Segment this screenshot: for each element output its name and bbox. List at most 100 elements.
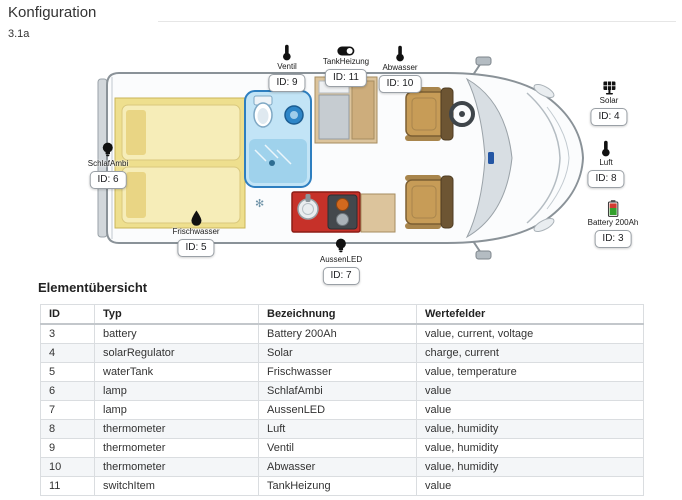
cell-bezeichnung: AussenLED — [258, 400, 417, 420]
table-header-row: ID Typ Bezeichnung Wertefelder — [40, 304, 644, 325]
marker-label: Solar — [599, 96, 619, 105]
floor-drain-mark: ✻ — [255, 198, 264, 210]
marker-label: Luft — [599, 158, 613, 167]
water-drop-icon — [190, 210, 202, 226]
marker-battery: Battery 200Ah ID: 3 — [587, 200, 639, 248]
lamp-icon — [102, 142, 114, 158]
marker-label: TankHeizung — [322, 57, 370, 66]
battery-icon — [607, 200, 619, 217]
marker-frischwasser: Frischwasser ID: 5 — [172, 210, 220, 257]
marker-ventil: Ventil ID: 9 — [268, 44, 306, 92]
marker-label: Battery 200Ah — [587, 218, 639, 227]
marker-solar: Solar ID: 4 — [590, 80, 628, 126]
side-mirror-icon — [472, 56, 492, 260]
table-row: 5 waterTank Frischwasser value, temperat… — [40, 362, 644, 382]
cell-id: 4 — [40, 343, 95, 363]
cell-bezeichnung: Solar — [258, 343, 417, 363]
cell-id: 6 — [40, 381, 95, 401]
bed-area — [114, 97, 246, 229]
cell-id: 10 — [40, 457, 95, 477]
marker-label: AussenLED — [319, 255, 363, 264]
cell-wertefelder: value, humidity — [416, 457, 644, 477]
cell-wertefelder: value, humidity — [416, 438, 644, 458]
cell-bezeichnung: Abwasser — [258, 457, 417, 477]
page-title: Konfiguration — [8, 4, 97, 21]
headlight — [533, 83, 555, 99]
table-row: 7 lamp AussenLED value — [40, 400, 644, 420]
thermometer-icon — [395, 45, 406, 62]
cell-bezeichnung: Frischwasser — [258, 362, 417, 382]
thermometer-icon — [601, 140, 612, 157]
cell-typ: lamp — [94, 400, 259, 420]
wardrobe — [360, 193, 396, 233]
col-header-wertefelder: Wertefelder — [416, 304, 644, 325]
cell-typ: thermometer — [94, 419, 259, 439]
switch-icon — [337, 46, 355, 56]
cell-bezeichnung: SchlafAmbi — [258, 381, 417, 401]
cell-typ: waterTank — [94, 362, 259, 382]
marker-id-badge[interactable]: ID: 5 — [177, 239, 215, 257]
marker-luft: Luft ID: 8 — [587, 140, 625, 188]
marker-id-badge[interactable]: ID: 8 — [587, 170, 625, 188]
cell-id: 8 — [40, 419, 95, 439]
cab-seats — [405, 87, 454, 229]
table-row: 11 switchItem TankHeizung value — [40, 476, 644, 496]
marker-aussenled: AussenLED ID: 7 — [320, 238, 362, 285]
cell-bezeichnung: Luft — [258, 419, 417, 439]
marker-id-badge[interactable]: ID: 3 — [594, 230, 632, 248]
cell-wertefelder: value — [416, 400, 644, 420]
cell-bezeichnung: Battery 200Ah — [258, 323, 417, 344]
cell-wertefelder: value, temperature — [416, 362, 644, 382]
marker-id-badge[interactable]: ID: 11 — [325, 69, 367, 87]
campervan-floorplan: ✻ — [97, 56, 585, 260]
marker-id-badge[interactable]: ID: 4 — [590, 108, 628, 126]
cell-wertefelder: charge, current — [416, 343, 644, 363]
cabinet-area — [314, 76, 378, 144]
col-header-bezeichnung: Bezeichnung — [258, 304, 417, 325]
header-divider — [158, 21, 676, 22]
marker-id-badge[interactable]: ID: 6 — [89, 171, 127, 189]
marker-id-badge[interactable]: ID: 9 — [268, 74, 306, 92]
table-row: 10 thermometer Abwasser value, humidity — [40, 457, 644, 477]
cell-id: 9 — [40, 438, 95, 458]
cell-id: 3 — [40, 323, 95, 344]
overview-heading: Elementübersicht — [38, 280, 148, 295]
cell-typ: thermometer — [94, 457, 259, 477]
table-row: 6 lamp SchlafAmbi value — [40, 381, 644, 401]
table-row: 9 thermometer Ventil value, humidity — [40, 438, 644, 458]
marker-label: SchlafAmbi — [87, 159, 129, 168]
cell-id: 7 — [40, 400, 95, 420]
van-floorplan-diagram: ✻ — [88, 44, 639, 285]
marker-label: Abwasser — [382, 63, 418, 72]
cell-typ: lamp — [94, 381, 259, 401]
kitchen-area — [291, 191, 361, 233]
version-label: 3.1a — [8, 28, 30, 40]
cell-typ: battery — [94, 323, 259, 344]
cell-wertefelder: value — [416, 476, 644, 496]
cell-bezeichnung: Ventil — [258, 438, 417, 458]
table-row: 4 solarRegulator Solar charge, current — [40, 343, 644, 363]
marker-schlafambi: SchlafAmbi ID: 6 — [88, 142, 128, 189]
lamp-icon — [335, 238, 347, 254]
headlight — [533, 217, 555, 233]
table-row: 3 battery Battery 200Ah value, current, … — [40, 323, 644, 344]
cell-typ: thermometer — [94, 438, 259, 458]
brand-badge — [488, 152, 494, 164]
marker-abwasser: Abwasser ID: 10 — [378, 45, 422, 93]
element-overview-table: ID Typ Bezeichnung Wertefelder 3 battery… — [40, 304, 644, 496]
cell-wertefelder: value, current, voltage — [416, 323, 644, 344]
cell-bezeichnung: TankHeizung — [258, 476, 417, 496]
cell-typ: solarRegulator — [94, 343, 259, 363]
steering-wheel — [449, 101, 475, 127]
solar-panel-icon — [602, 80, 616, 95]
cell-wertefelder: value, humidity — [416, 419, 644, 439]
marker-id-badge[interactable]: ID: 7 — [322, 267, 360, 285]
cell-id: 11 — [40, 476, 95, 496]
marker-label: Frischwasser — [172, 227, 220, 236]
marker-tankheizung: TankHeizung ID: 11 — [323, 46, 369, 87]
marker-label: Ventil — [277, 62, 297, 71]
marker-id-badge[interactable]: ID: 10 — [378, 75, 422, 93]
bathroom-area — [244, 90, 312, 188]
table-row: 8 thermometer Luft value, humidity — [40, 419, 644, 439]
